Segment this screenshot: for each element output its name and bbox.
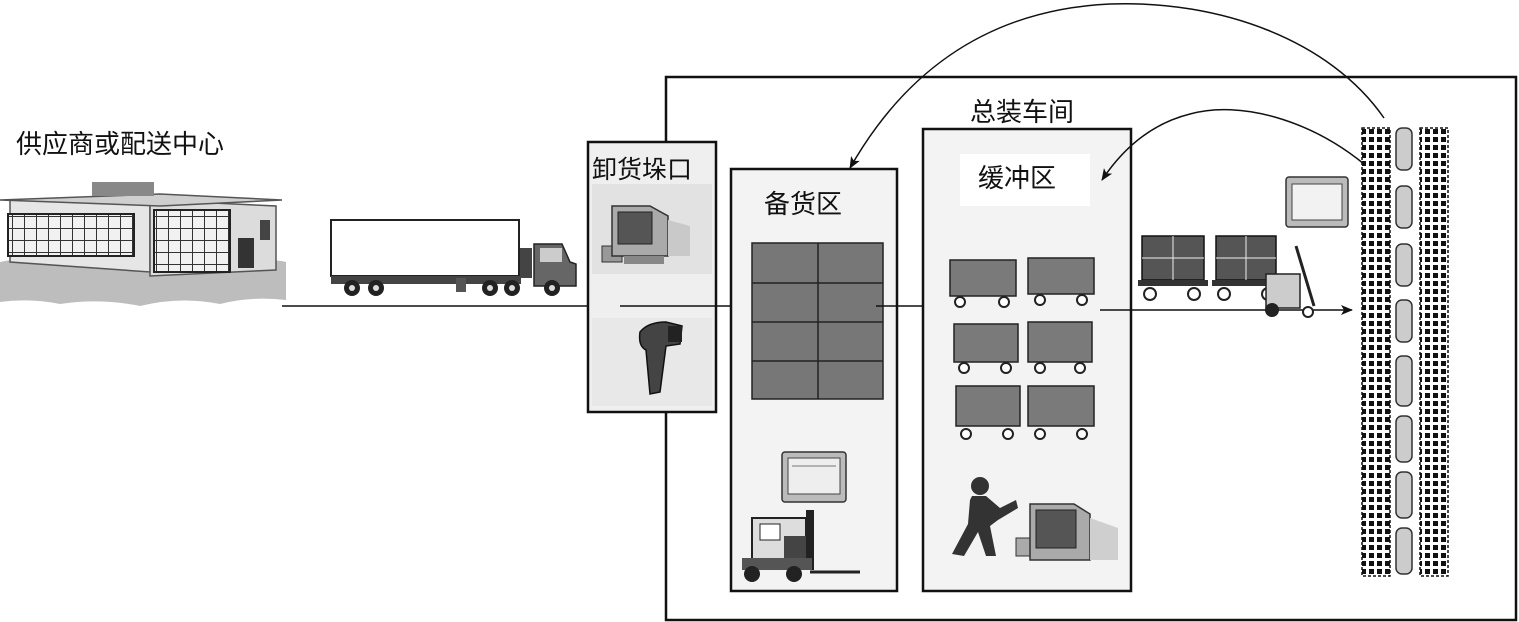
staging-area-label: 备货区 bbox=[764, 190, 843, 220]
computer-icon bbox=[1015, 503, 1118, 561]
forklift-icon bbox=[742, 510, 860, 582]
staging-shelves bbox=[751, 242, 884, 400]
buffer-label-plate bbox=[960, 154, 1090, 206]
terminal-icon bbox=[1285, 176, 1349, 228]
assembly-workshop-label: 总装车间 bbox=[970, 98, 1075, 128]
supplier-building bbox=[0, 182, 286, 306]
curve-arrow-line-to-staging bbox=[849, 2, 1385, 169]
buffer-carts bbox=[949, 257, 1095, 427]
material-trolleys bbox=[1138, 235, 1316, 318]
curve-arrow-line-to-buffer bbox=[1101, 108, 1365, 181]
barcode-scanner-icon bbox=[638, 321, 683, 395]
buffer-area-label: 缓冲区 bbox=[978, 164, 1057, 194]
line-side-racks bbox=[1361, 127, 1449, 577]
worker-icon bbox=[952, 477, 1018, 556]
delivery-truck bbox=[330, 219, 577, 296]
computer-icon bbox=[601, 205, 690, 264]
supplier-label: 供应商或配送中心 bbox=[16, 130, 225, 160]
buffer-cart-wheels bbox=[954, 294, 1088, 440]
terminal-icon bbox=[781, 451, 847, 503]
unloading-dock-label: 卸货垛口 bbox=[592, 155, 693, 184]
